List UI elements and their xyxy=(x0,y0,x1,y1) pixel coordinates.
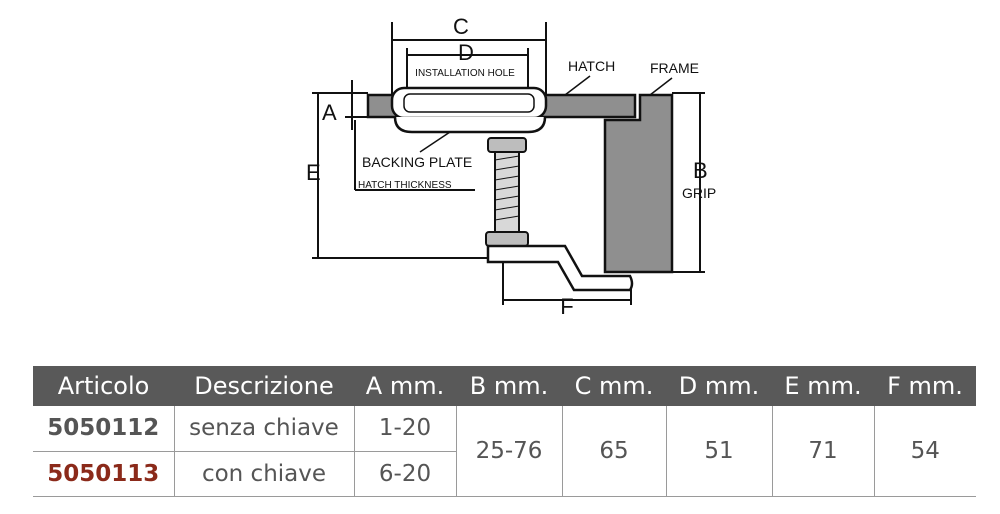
thread-line xyxy=(494,205,520,211)
label-hatch-thickness: HATCH THICKNESS xyxy=(358,180,452,191)
label-e: E xyxy=(306,160,321,185)
header-a: A mm. xyxy=(354,366,456,406)
value-b: 25-76 xyxy=(455,406,562,497)
header-d: D mm. xyxy=(666,366,772,406)
cam-arm xyxy=(486,244,634,292)
label-grip: GRIP xyxy=(682,185,716,201)
article-code: 5050112 xyxy=(33,406,174,452)
label-a: A xyxy=(322,100,337,125)
thread-line xyxy=(494,215,520,221)
header-articolo: Articolo xyxy=(33,366,174,406)
description: senza chiave xyxy=(173,406,354,452)
thread-line xyxy=(494,155,520,161)
hatch-leader xyxy=(564,75,591,96)
label-c: C xyxy=(453,14,469,39)
description: con chiave xyxy=(173,451,354,497)
value-f: 54 xyxy=(873,406,976,497)
thread-line xyxy=(494,175,520,181)
thread-line xyxy=(494,195,520,201)
label-hatch: HATCH xyxy=(568,58,615,74)
header-c: C mm. xyxy=(562,366,666,406)
value-c: 65 xyxy=(561,406,666,497)
thread-line xyxy=(494,185,520,191)
value-a: 1-20 xyxy=(353,406,456,452)
hatch-latch-diagram: C D INSTALLATION HOLE HATCH FRAME A E BA… xyxy=(306,14,716,319)
header-descrizione: Descrizione xyxy=(174,366,354,406)
header-f: F mm. xyxy=(874,366,976,406)
table-row: 5050113 con chiave 6-20 xyxy=(33,451,976,497)
label-b: B xyxy=(693,158,708,183)
label-backing-plate: BACKING PLATE xyxy=(362,154,472,170)
value-d: 51 xyxy=(665,406,772,497)
value-e: 71 xyxy=(771,406,874,497)
backing-plate xyxy=(393,116,547,134)
value-a: 6-20 xyxy=(353,451,456,497)
table-row: 5050112 senza chiave 1-20 25-76 65 51 71… xyxy=(33,406,976,497)
article-code: 5050113 xyxy=(33,451,174,497)
threaded-shaft xyxy=(494,151,520,233)
table-header-row: Articolo Descrizione A mm. B mm. C mm. D… xyxy=(33,366,976,406)
label-d: D xyxy=(458,40,474,65)
frame-leader xyxy=(649,77,673,96)
latch-cup-inner xyxy=(403,93,535,113)
spec-table: Articolo Descrizione A mm. B mm. C mm. D… xyxy=(33,366,976,497)
shaft-nut-top xyxy=(487,137,527,153)
shaft-nut-bottom xyxy=(485,231,529,247)
header-e: E mm. xyxy=(772,366,874,406)
label-installation-hole: INSTALLATION HOLE xyxy=(415,68,515,79)
frame-shape xyxy=(603,93,674,274)
label-frame: FRAME xyxy=(650,60,699,76)
label-f: F xyxy=(560,294,573,319)
thread-line xyxy=(494,165,520,171)
backing-plate-leader xyxy=(419,131,451,153)
header-b: B mm. xyxy=(456,366,562,406)
